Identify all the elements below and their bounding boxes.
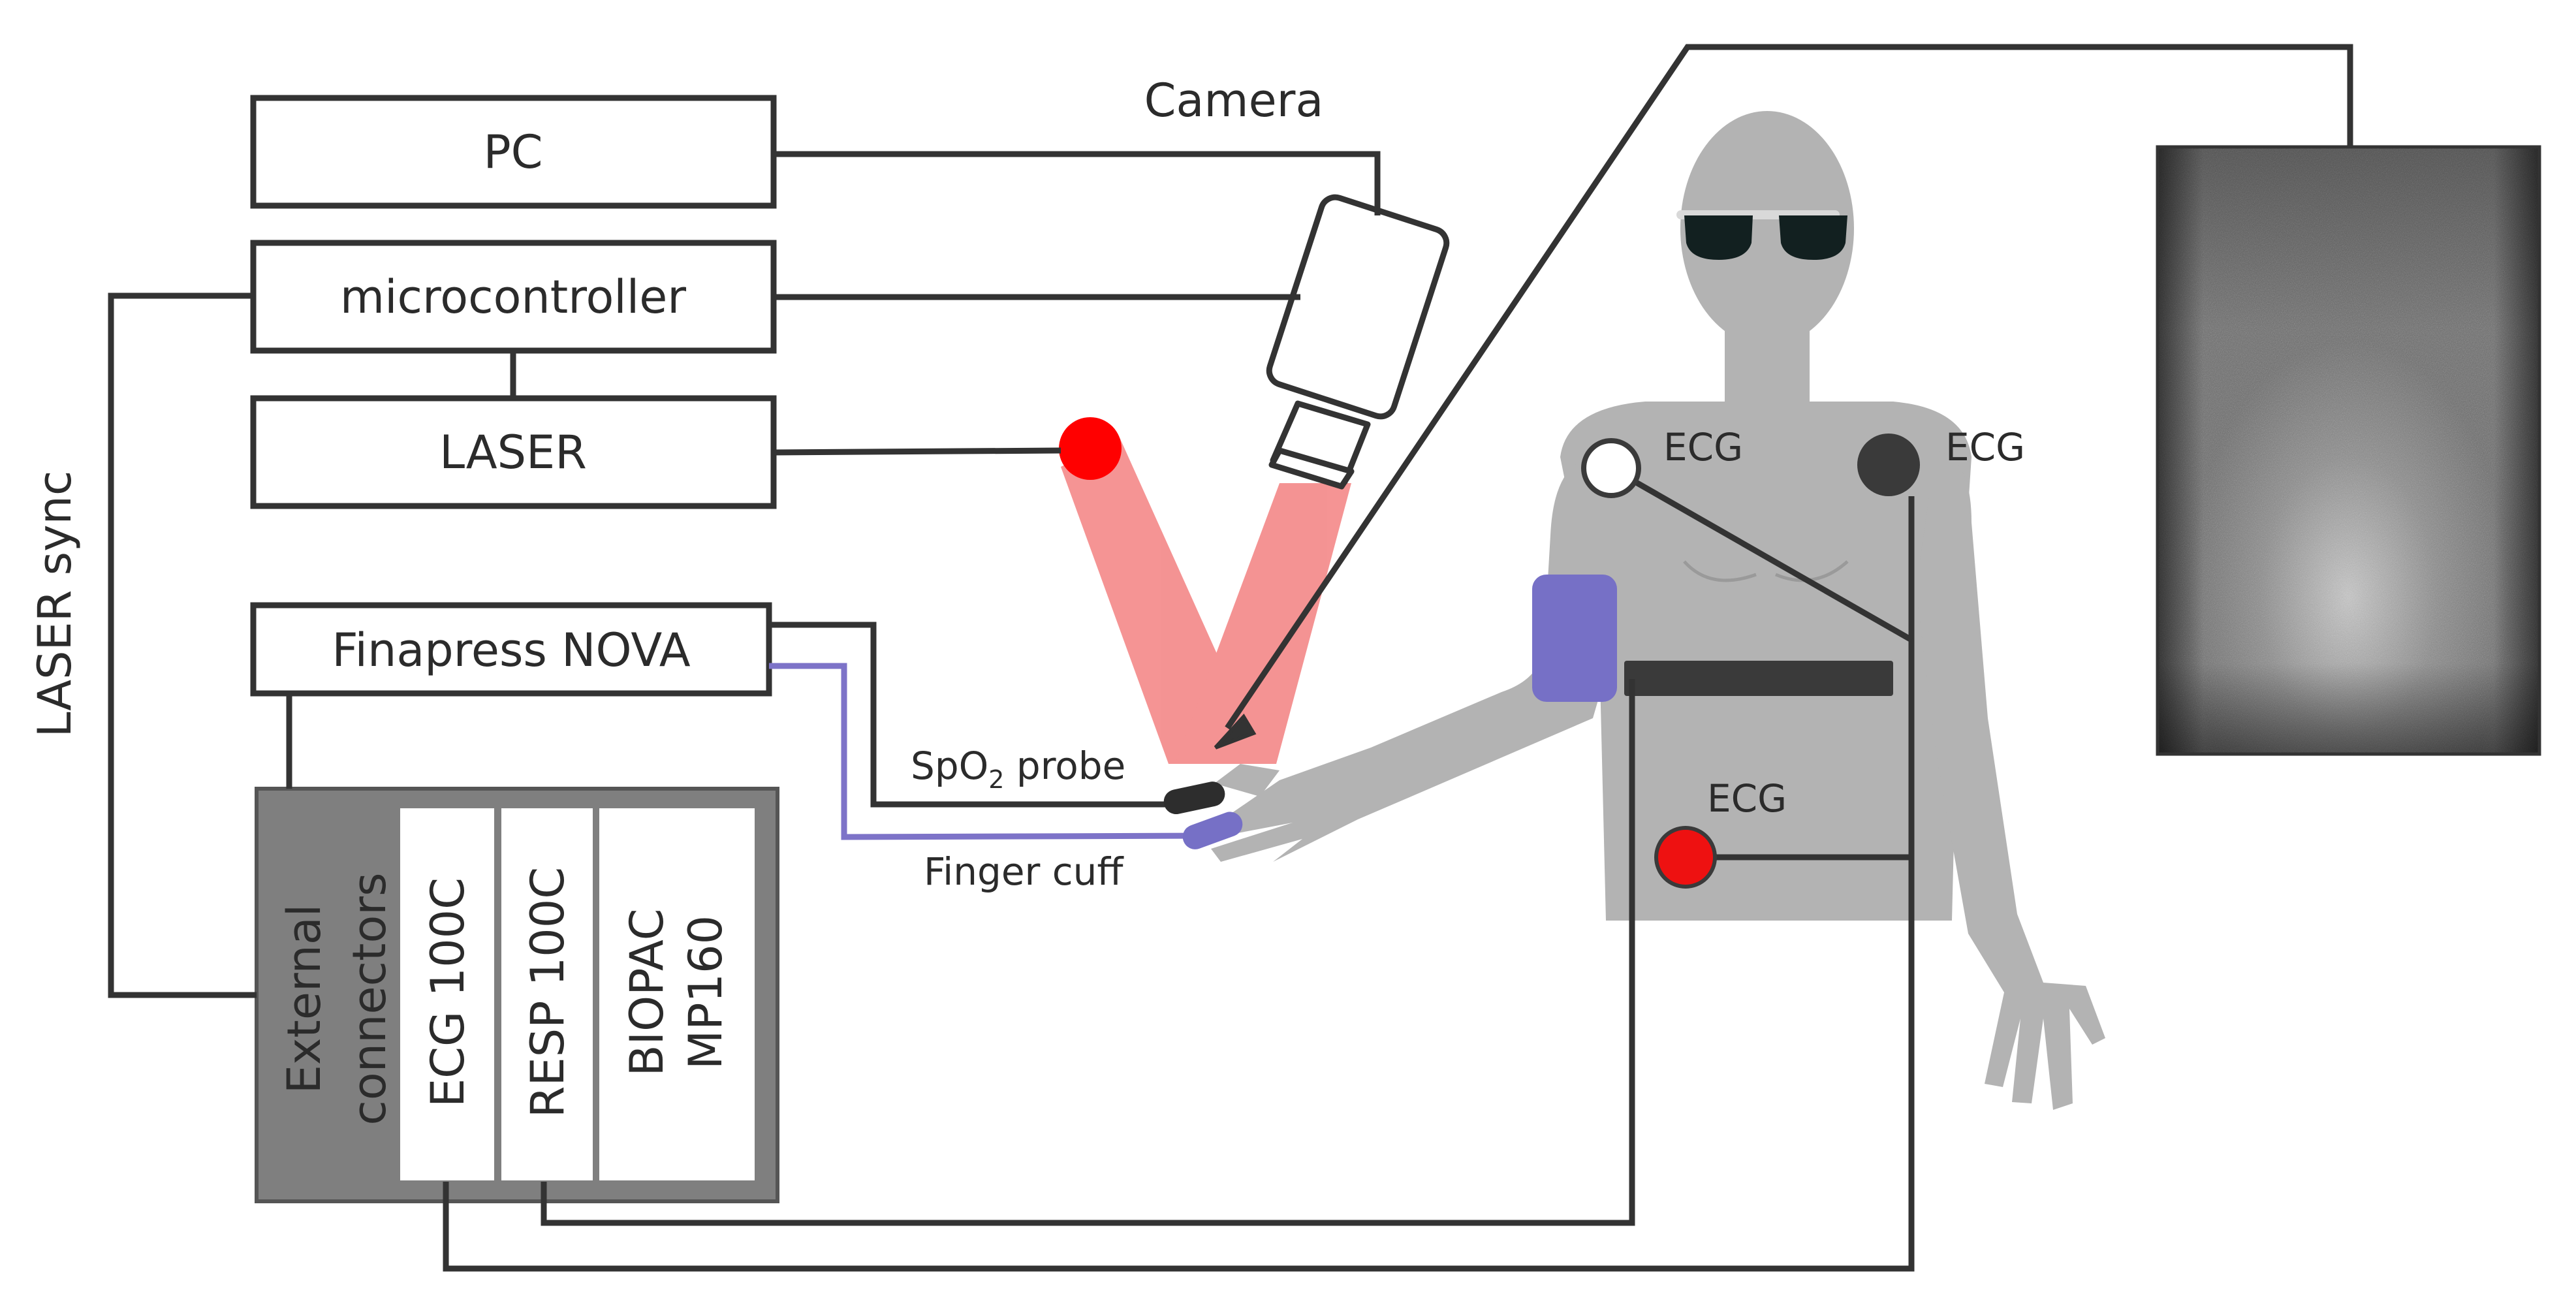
external-connectors-label-1: External (277, 904, 331, 1094)
pc-box: PC (250, 95, 777, 209)
finapress-label: Finapress NOVA (332, 624, 690, 677)
biopac-label-2: MP160 (679, 915, 732, 1069)
finger-cuff (1182, 812, 1243, 849)
microcontroller-label: microcontroller (340, 270, 686, 324)
spo2-wire (769, 622, 1169, 808)
neck (1725, 307, 1810, 405)
laser-dot-wire (773, 447, 1061, 456)
sunglasses-icon (1676, 210, 1847, 260)
camera-icon (1266, 194, 1450, 490)
projection-arrowhead (1214, 714, 1257, 750)
camera-image (2156, 145, 2541, 756)
laser-box: LASER (250, 395, 777, 509)
laser-dot (1059, 417, 1122, 480)
external-connectors-label-2: connectors (343, 872, 396, 1125)
laser-sync-wire (108, 292, 257, 998)
finger-cuff-label: Finger cuff (924, 849, 1124, 894)
fingers (1214, 764, 1280, 797)
ecg-electrode-white (1581, 438, 1641, 498)
ecg-label-left-shoulder: ECG (1945, 425, 2025, 469)
resp-module-label: RESP 100C (521, 867, 574, 1118)
pc-label: PC (483, 125, 542, 179)
resp-module (501, 808, 593, 1180)
biopac-module (599, 808, 755, 1180)
ecg-lead-wire (443, 496, 1915, 1272)
resp-lead-wire (541, 679, 1635, 1226)
camera-label: Camera (1144, 74, 1324, 127)
respiration-belt (1624, 661, 1893, 696)
finger-cuff-wire (769, 663, 1212, 840)
spo2-probe-label: SpO2 probe (911, 744, 1125, 794)
microcontroller-box: microcontroller (250, 240, 777, 354)
ecg-white-wire (1609, 466, 1913, 642)
ecg-module-label: ECG 100C (421, 877, 475, 1107)
laser-label: LASER (439, 426, 587, 479)
right-arm (1211, 457, 1616, 862)
laser-sync-label: LASER sync (28, 471, 82, 738)
laser-beam (1061, 437, 1351, 764)
chest-contours (1683, 560, 1849, 582)
head (1680, 111, 1854, 346)
ecg-label-abdomen: ECG (1707, 776, 1787, 821)
biopac-label-1: BIOPAC (620, 908, 674, 1076)
finapress-box: Finapress NOVA (250, 602, 772, 697)
spo2-probe (1163, 782, 1225, 815)
ecg-electrode-dark (1857, 434, 1920, 496)
upper-arm-cuff (1532, 575, 1617, 702)
pc-camera-wire (774, 151, 1381, 215)
left-arm (1916, 450, 2105, 1110)
ecg-label-right-shoulder: ECG (1663, 425, 1743, 469)
ecg-electrode-red (1654, 826, 1717, 889)
biopac-rack: External connectors ECG 100C RESP 100C B… (255, 787, 779, 1203)
projection-line (1225, 44, 2353, 730)
ecg-module (400, 808, 494, 1180)
